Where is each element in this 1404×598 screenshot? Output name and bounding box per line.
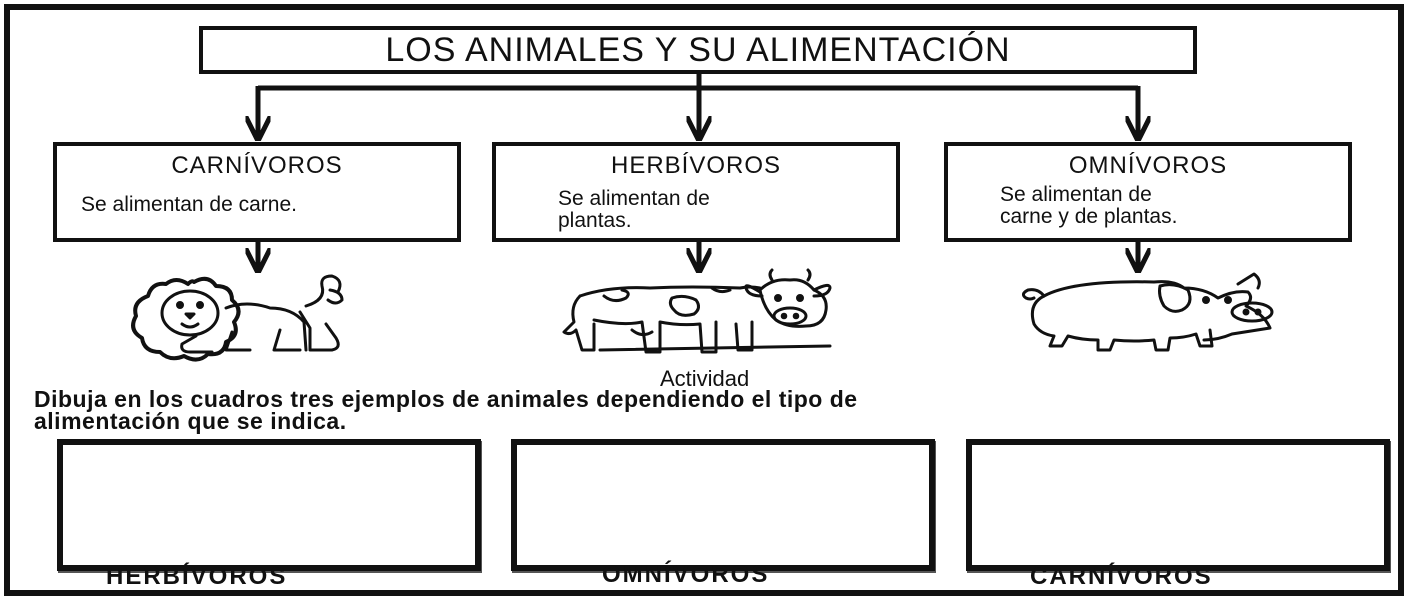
cow-icon — [562, 268, 832, 354]
draw-box-omnivoros[interactable] — [511, 439, 935, 571]
omnivoros-heading: OMNÍVOROS — [1068, 152, 1228, 179]
omnivoros-description-line: carne y de plantas. — [1000, 205, 1178, 228]
omnivoros-description: Se alimentan de carne y de plantas. — [1000, 184, 1177, 228]
herbivoros-box: HERBÍVOROS Se alimentan de plantas. — [492, 142, 900, 242]
page-title: LOS ANIMALES Y SU ALIMENTACIÓN — [385, 31, 1011, 69]
activity-instructions-line: Dibuja en los cuadros tres ejemplos de a… — [34, 386, 858, 412]
herbivoros-heading: HERBÍVOROS — [610, 152, 782, 179]
herbivoros-description: Se alimentan de plantas. — [558, 188, 710, 232]
draw-box-label-carnivoros: CARNÍVOROS — [1030, 563, 1213, 590]
title-box: LOS ANIMALES Y SU ALIMENTACIÓN — [199, 26, 1197, 74]
activity-instructions: Dibuja en los cuadros tres ejemplos de a… — [34, 386, 1364, 434]
lion-icon — [131, 274, 344, 362]
pig-icon — [1021, 272, 1274, 352]
carnivoros-description: Se alimentan de carne. — [81, 193, 297, 216]
draw-box-label-omnivoros: OMNÍVOROS — [602, 561, 770, 588]
draw-box-label-herbivoros: HERBÍVOROS — [106, 563, 288, 590]
draw-box-herbivoros[interactable] — [57, 439, 481, 571]
omnivoros-description-line: Se alimentan de — [1000, 183, 1152, 206]
omnivoros-box: OMNÍVOROS Se alimentan de carne y de pla… — [944, 142, 1352, 242]
activity-instructions-line: alimentación que se indica. — [34, 408, 347, 434]
carnivoros-box: CARNÍVOROS Se alimentan de carne. — [53, 142, 461, 242]
carnivoros-heading: CARNÍVOROS — [171, 152, 343, 179]
herbivoros-description-line: plantas. — [558, 209, 632, 232]
herbivoros-description-line: Se alimentan de — [558, 187, 710, 210]
activity-title: Actividad — [660, 366, 750, 391]
draw-box-carnivoros[interactable] — [966, 439, 1390, 571]
